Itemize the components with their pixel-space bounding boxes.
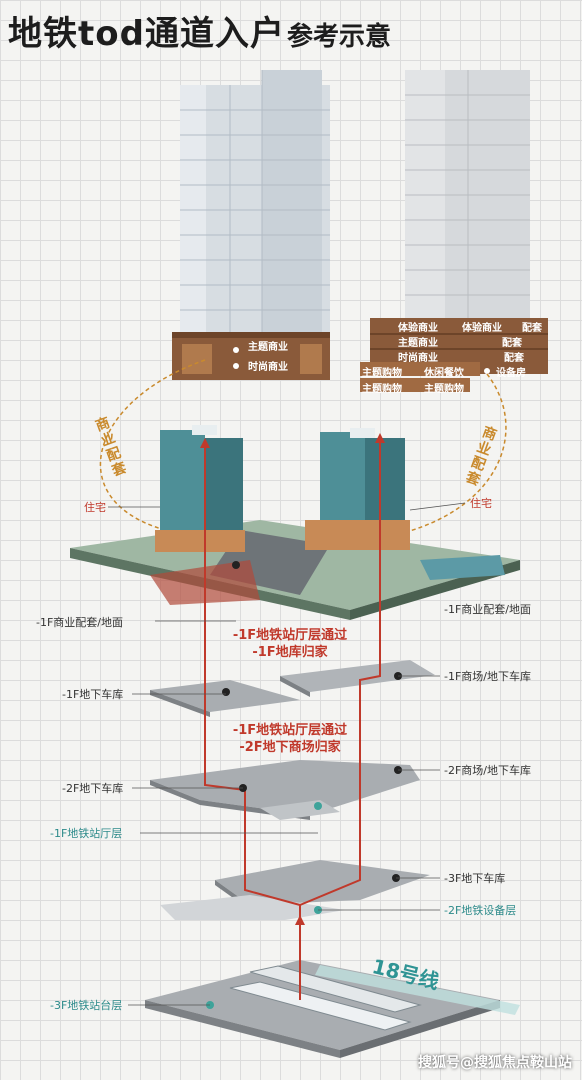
pod-right-item-10: 设备房	[496, 368, 526, 379]
slab-b1-right	[280, 660, 435, 697]
pod-right-item-2: 体验商业	[462, 323, 502, 334]
pod-right-item-3: 配套	[522, 323, 542, 334]
pod-right-item-7: 配套	[504, 353, 524, 364]
level-label-l1-left: -1F商业配套/地面	[36, 616, 124, 629]
pod-left-item-1: 主题商业	[248, 342, 288, 353]
level-label-b3-right: -3F地下车库	[444, 872, 506, 885]
level-label-b1-right: -1F商场/地下车库	[444, 670, 532, 683]
level-label-metro-hall: -1F地铁站厅层	[50, 827, 123, 840]
tower-left	[180, 70, 330, 335]
pod-right-item-6: 时尚商业	[398, 353, 438, 364]
pod-right-item-1: 体验商业	[398, 323, 438, 334]
residence-label-left: 住宅	[84, 501, 106, 514]
pod-right-item-5: 配套	[502, 338, 522, 349]
metro-train	[229, 965, 422, 1031]
pod-right-item-12: 主题购物	[424, 384, 464, 395]
level-label-b2-left: -2F地下车库	[62, 782, 124, 795]
route-1-line-1: -1F地铁站厅层通过	[232, 628, 348, 643]
level-label-metro-equip: -2F地铁设备层	[444, 904, 517, 917]
dashed-ring-left	[99, 359, 206, 531]
dashed-ring-right	[394, 373, 507, 536]
level-label-b1-left: -1F地下车库	[62, 688, 124, 701]
metro-line-tag	[315, 965, 520, 1015]
pod-right-item-8: 主题购物	[362, 368, 402, 379]
route-2-line-1: -1F地铁站厅层通过	[232, 723, 348, 738]
route-2-text: -1F地铁站厅层通过 -2F地下商场归家	[210, 722, 370, 756]
route-2-line-2: -2F地下商场归家	[239, 740, 341, 755]
watermark: 搜狐号@搜狐焦点鞍山站	[418, 1055, 572, 1071]
route-1-line-2: -1F地库归家	[252, 645, 328, 660]
pod-right-item-4: 主题商业	[398, 338, 438, 349]
residence-label-right: 住宅	[470, 497, 492, 510]
level-label-l1-right: -1F商业配套/地面	[444, 603, 532, 616]
slab-metro-equip	[160, 895, 345, 920]
tower-right	[405, 70, 530, 322]
level-label-b2-right: -2F商场/地下车库	[444, 764, 532, 777]
pod-left-item-2: 时尚商业	[248, 362, 288, 373]
pod-right-item-9: 休闲餐饮	[424, 368, 464, 379]
leader-lines	[108, 502, 466, 1006]
slab-b1-left	[150, 680, 300, 717]
title-sub: 参考示意	[286, 22, 391, 52]
podium-left	[172, 332, 330, 380]
level-label-platform: -3F地铁站台层	[50, 999, 123, 1012]
site-tower-left	[155, 425, 245, 552]
pod-right-item-11: 主题购物	[362, 384, 402, 395]
route-1-text: -1F地铁站厅层通过 -1F地库归家	[210, 627, 370, 661]
podium-right	[360, 318, 548, 392]
route-arrowheads	[200, 433, 385, 925]
site-tower-right	[305, 428, 410, 550]
page-title: 地铁tod通道入户参考示意	[8, 6, 391, 55]
title-main: 地铁tod通道入户	[8, 14, 285, 54]
